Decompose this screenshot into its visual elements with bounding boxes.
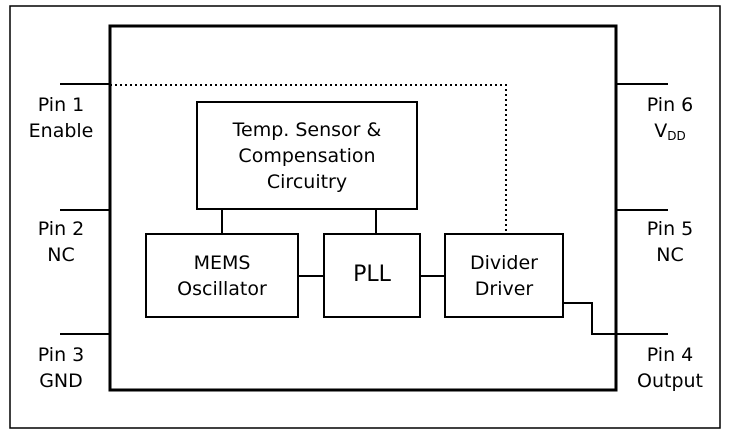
temp-sensor-line1: Temp. Sensor & (232, 119, 382, 141)
pin5-label: Pin 5 NC (620, 216, 720, 268)
pin6-function-sub: DD (667, 129, 686, 143)
pin1-function: Enable (28, 120, 94, 142)
pin4-label: Pin 4 Output (620, 342, 720, 394)
mems-oscillator-label: MEMS Oscillator (146, 250, 298, 302)
chip-package (108, 24, 618, 392)
mems-line2: Oscillator (177, 278, 267, 300)
divider-driver-label: Divider Driver (445, 250, 563, 302)
temp-sensor-label: Temp. Sensor & Compensation Circuitry (197, 117, 417, 195)
pin3-number: Pin 3 (37, 344, 85, 366)
pin1-label: Pin 1 Enable (11, 92, 111, 144)
pin2-label: Pin 2 NC (11, 216, 111, 268)
pin4-number: Pin 4 (646, 344, 694, 366)
mems-line1: MEMS (193, 252, 251, 274)
pin6-label: Pin 6 VDD (620, 92, 720, 149)
pll-text: PLL (353, 262, 391, 287)
pin6-function-main: V (654, 120, 668, 142)
enable-signal-line (110, 84, 507, 234)
temp-sensor-block (196, 101, 418, 210)
temp-sensor-line3: Circuitry (266, 171, 348, 193)
pll-label: PLL (324, 262, 420, 288)
pin2-number: Pin 2 (37, 218, 85, 240)
pin3-function: GND (39, 370, 83, 392)
divider-to-output-connector (563, 302, 616, 335)
pin1-number: Pin 1 (37, 94, 85, 116)
pin4-function: Output (637, 370, 703, 392)
pin6-function: VDD (620, 118, 720, 149)
pin5-function: NC (656, 244, 684, 266)
divider-line2: Driver (474, 278, 534, 300)
pin5-number: Pin 5 (646, 218, 694, 240)
pin6-number: Pin 6 (646, 94, 694, 116)
outer-frame (9, 5, 721, 429)
pin3-label: Pin 3 GND (11, 342, 111, 394)
divider-driver-block (444, 233, 564, 318)
divider-line1: Divider (470, 252, 538, 274)
temp-sensor-line2: Compensation (238, 145, 376, 167)
pin2-function: NC (47, 244, 75, 266)
